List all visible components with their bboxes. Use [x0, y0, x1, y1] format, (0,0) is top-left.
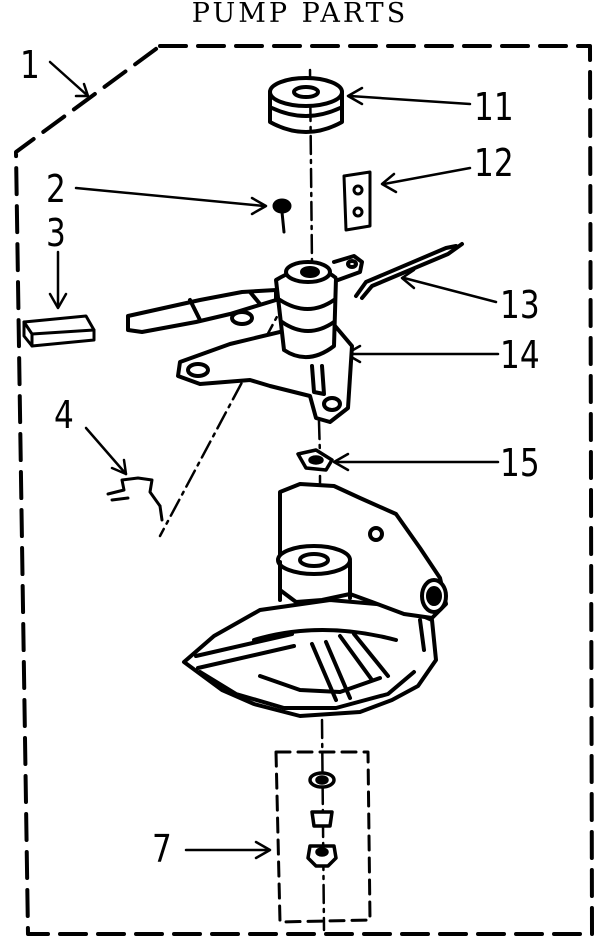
plug-part-3 [22, 314, 96, 348]
assembly-boundary [14, 44, 594, 936]
diagram-title: PUMP PARTS [191, 0, 409, 29]
fastener-group-part-7 [274, 750, 372, 924]
callout-7: 7 [152, 827, 172, 871]
callout-12: 12 [474, 141, 514, 185]
callout-14: 14 [500, 333, 540, 377]
housing-part-14 [126, 254, 364, 424]
pump-body [182, 482, 448, 718]
clip-part-12 [342, 170, 372, 232]
leader-arrows [48, 60, 500, 860]
callout-11: 11 [474, 85, 514, 129]
callout-13: 13 [500, 283, 540, 327]
callout-15: 15 [500, 441, 540, 485]
callout-3: 3 [46, 211, 66, 255]
spring-part-13 [354, 242, 464, 300]
callout-4: 4 [54, 393, 74, 437]
clip-part-4 [106, 476, 164, 522]
washer-part-15 [296, 448, 334, 472]
pulley-part-11 [268, 76, 344, 134]
screw-part-2 [272, 198, 292, 234]
callout-1: 1 [20, 43, 40, 87]
callout-2: 2 [46, 167, 66, 211]
